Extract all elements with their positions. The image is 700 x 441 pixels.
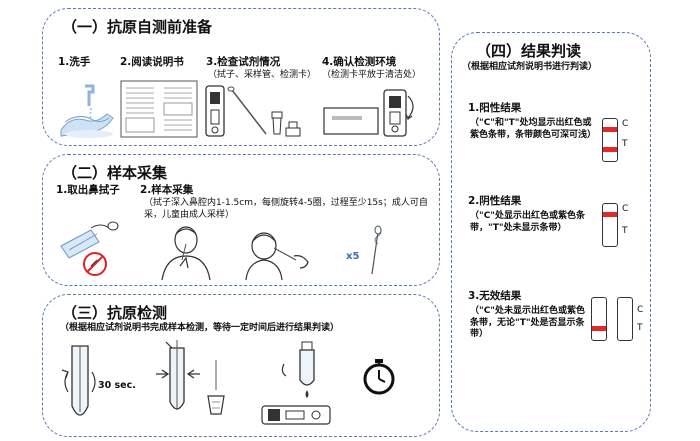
negative-result-desc: （"C"处显示出红色或紫色条带，"T"处未显示条带） (470, 211, 585, 233)
positive-t-label: T (622, 139, 628, 149)
instruction-manual-illustration (120, 80, 198, 138)
positive-c-label: C (622, 119, 629, 129)
dropper-tube-illustration (207, 360, 225, 415)
negative-c-band (603, 212, 617, 217)
test-environment-illustration (323, 89, 414, 137)
step-collect-sample-label: 2.样本采集 (140, 184, 194, 196)
positive-result-desc: （"C"和"T"处均显示出红色或紫色条带，条带颜色可深可浅） (470, 118, 597, 140)
section1-title: （一）抗原自测前准备 (62, 18, 213, 36)
positive-result-title: 1.阳性结果 (468, 102, 522, 114)
step-wash-hands-label: 1.洗手 (58, 56, 91, 68)
test-kit-illustration (205, 85, 301, 137)
swab-package-illustration (60, 221, 119, 276)
positive-t-band (603, 147, 617, 152)
panel-preparation (42, 8, 440, 146)
step-environment-note: （检测卡平放于清洁处） (322, 70, 422, 80)
step-environment-label: 4.确认检测环境 (322, 56, 397, 68)
section4-title: （四）结果判读 (476, 42, 582, 60)
swab-rotation-illustration (371, 225, 382, 275)
negative-t-label: T (622, 226, 628, 236)
squeeze-tube-illustration (156, 340, 200, 410)
invalid-t-label: T (637, 323, 643, 333)
antigen-test-note: （根据相应试剂说明书完成样本检测，等待一定时间后进行结果判读） (60, 323, 340, 333)
child-collection-illustration (245, 232, 309, 281)
negative-test-strip (602, 203, 618, 247)
hand-washing-illustration (60, 84, 114, 138)
sample-tube-illustration (61, 345, 96, 416)
wait-time-label: 30 sec. (98, 380, 136, 391)
invalid-test-strip-2 (617, 297, 633, 341)
panel-result-reading (451, 32, 651, 432)
panel-antigen-test (42, 294, 440, 437)
section3-title: （三）抗原检测 (62, 304, 168, 322)
negative-c-label: C (622, 204, 629, 214)
step-read-manual-label: 2.阅读说明书 (120, 56, 184, 68)
step-check-kit-note: （拭子、采样管、检测卡） (208, 70, 317, 80)
invalid-test-strip-1 (591, 297, 607, 341)
invalid-c-label: C (637, 305, 644, 315)
negative-result-title: 2.阴性结果 (468, 195, 522, 207)
timer-icon (363, 359, 395, 395)
adult-self-collection-illustration (161, 226, 211, 281)
step-check-kit-label: 3.检查试剂情况 (206, 56, 281, 68)
sample-collection-note: （拭子深入鼻腔内1-1.5cm，每侧旋转4-5圈，过程至少15s；成人可自采，儿… (144, 198, 428, 220)
invalid-result-desc: （"C"处未显示出红色或紫色条带，无论"T"处是否显示条带） (470, 306, 585, 340)
section2-title: （二）样本采集 (62, 164, 168, 182)
invalid-result-title: 3.无效结果 (468, 290, 522, 302)
dispense-sample-illustration (261, 341, 331, 425)
result-reading-note: （根据相应试剂说明书进行判读） (462, 62, 598, 72)
positive-c-band (603, 127, 617, 132)
step-take-swab-label: 1.取出鼻拭子 (56, 184, 120, 196)
rotation-count: x5 (346, 251, 360, 262)
panel-sample-collection (42, 154, 440, 286)
invalid-t-band (592, 326, 606, 331)
positive-test-strip (602, 118, 618, 162)
